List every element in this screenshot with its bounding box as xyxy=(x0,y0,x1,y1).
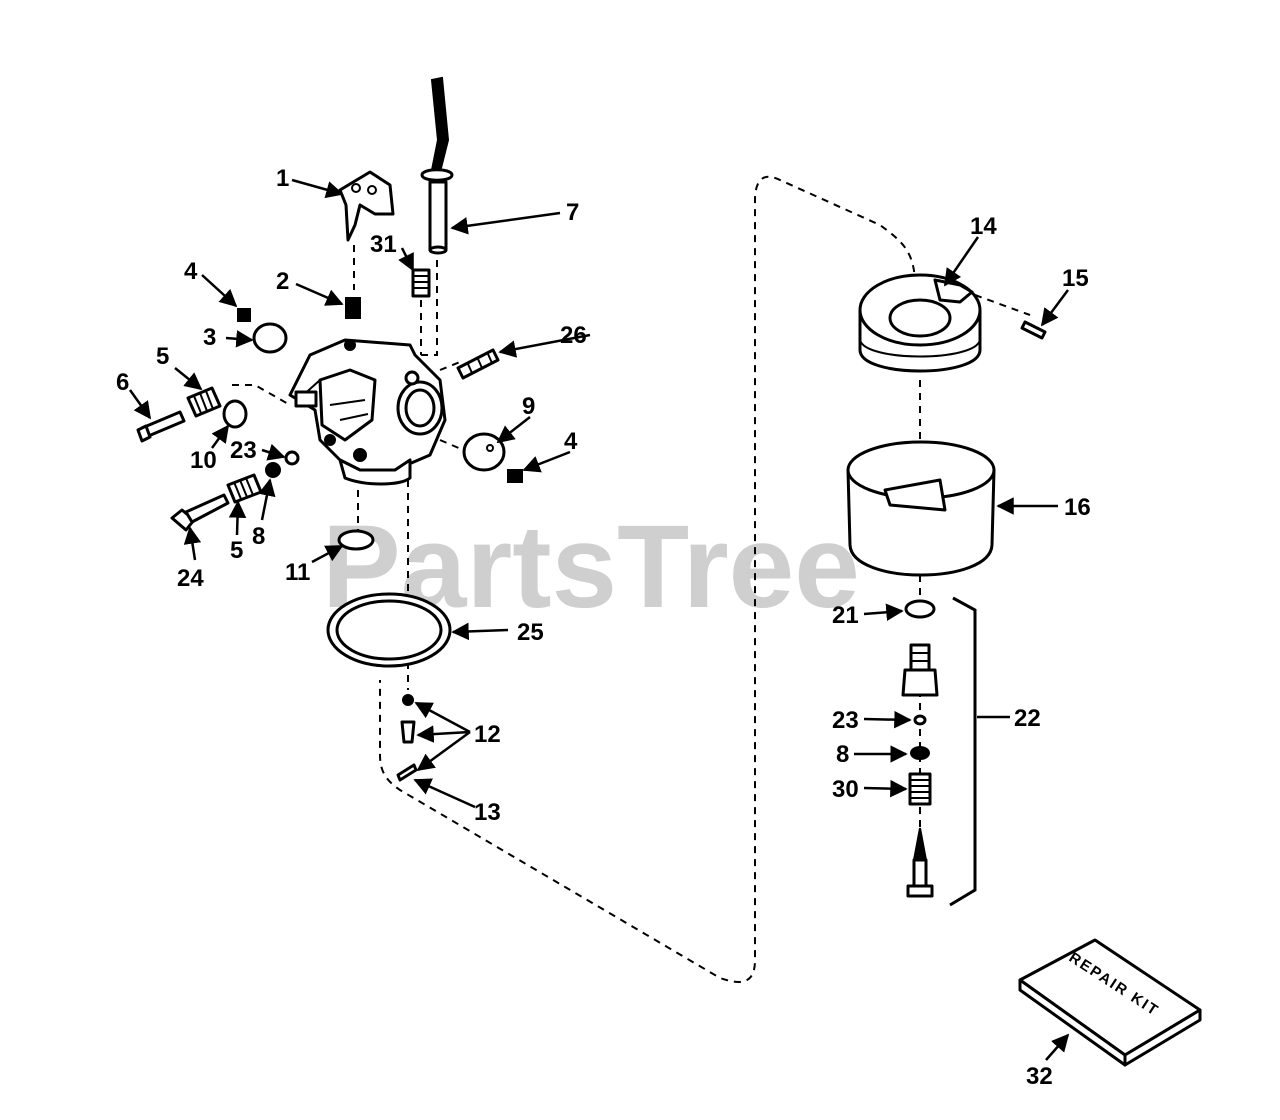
throttle-lever-part xyxy=(420,76,454,255)
ring-part-23-right xyxy=(913,714,927,726)
needle-part xyxy=(906,827,934,898)
callout-26: 26 xyxy=(560,322,587,349)
screw-part-4-lower xyxy=(507,469,523,483)
screw-part-4-upper xyxy=(237,308,251,322)
align-line-26 xyxy=(439,361,461,371)
screw-part-6 xyxy=(136,410,186,443)
callout-22: 22 xyxy=(1014,705,1041,732)
ring-part-23-left xyxy=(284,450,300,466)
align-line-7 xyxy=(415,260,438,356)
callout-16: 16 xyxy=(1064,494,1091,521)
callout-5-lower: 5 xyxy=(230,537,243,564)
group-22-bracket xyxy=(949,596,977,907)
bowl-part-16 xyxy=(846,440,996,577)
plate-part-9 xyxy=(462,432,506,472)
washer-part-21 xyxy=(904,599,936,619)
bowl-dashed-loop xyxy=(379,175,916,983)
align-line-15 xyxy=(974,294,1031,316)
carburetor-body xyxy=(288,338,447,486)
callout-23-left: 23 xyxy=(230,437,257,464)
washer-part-8-left xyxy=(265,462,281,478)
spring-part-30 xyxy=(908,772,932,806)
washer-part-8-right xyxy=(910,746,930,760)
callout-25: 25 xyxy=(517,619,544,646)
callout-8-left: 8 xyxy=(252,523,265,550)
spring-part-5-lower xyxy=(226,473,263,504)
spring-part-5-upper xyxy=(186,386,222,418)
needle-valve-part-24 xyxy=(170,493,230,532)
callout-2: 2 xyxy=(276,268,289,295)
repair-kit-part-32: REPAIR KIT xyxy=(1018,938,1202,1067)
callout-3: 3 xyxy=(203,324,216,351)
throttle-plate-part xyxy=(252,322,288,354)
callout-9: 9 xyxy=(522,393,535,420)
callout-4-lower: 4 xyxy=(564,428,578,455)
bowl-nut-fitting xyxy=(901,643,939,697)
spring-part-31 xyxy=(411,268,431,298)
callout-10: 10 xyxy=(190,447,217,474)
ring-part-11 xyxy=(337,529,375,551)
callout-13: 13 xyxy=(474,799,501,826)
spring-part-2 xyxy=(345,297,361,319)
disc-part-10 xyxy=(222,399,248,429)
callout-30: 30 xyxy=(832,776,859,803)
callout-5-upper: 5 xyxy=(156,343,169,370)
fitting-part-26 xyxy=(456,348,500,380)
callout-8-right: 8 xyxy=(836,741,849,768)
callout-1: 1 xyxy=(276,165,289,192)
callout-32: 32 xyxy=(1026,1063,1053,1090)
gasket-part-25 xyxy=(326,592,452,668)
float-part-14 xyxy=(858,273,982,373)
callout-31: 31 xyxy=(370,231,397,258)
callout-23-right: 23 xyxy=(832,707,859,734)
callout-14: 14 xyxy=(970,213,997,240)
pin-part-15 xyxy=(1020,320,1047,340)
choke-bracket-part xyxy=(338,170,395,242)
callout-7: 7 xyxy=(566,199,579,226)
callout-12: 12 xyxy=(474,721,501,748)
callout-24: 24 xyxy=(177,565,204,592)
callout-21: 21 xyxy=(832,602,859,629)
callout-11: 11 xyxy=(285,559,310,586)
callout-15: 15 xyxy=(1062,265,1089,292)
pieces-part-12 xyxy=(396,694,418,782)
callout-6: 6 xyxy=(116,369,129,396)
callout-4-upper: 4 xyxy=(184,258,198,285)
